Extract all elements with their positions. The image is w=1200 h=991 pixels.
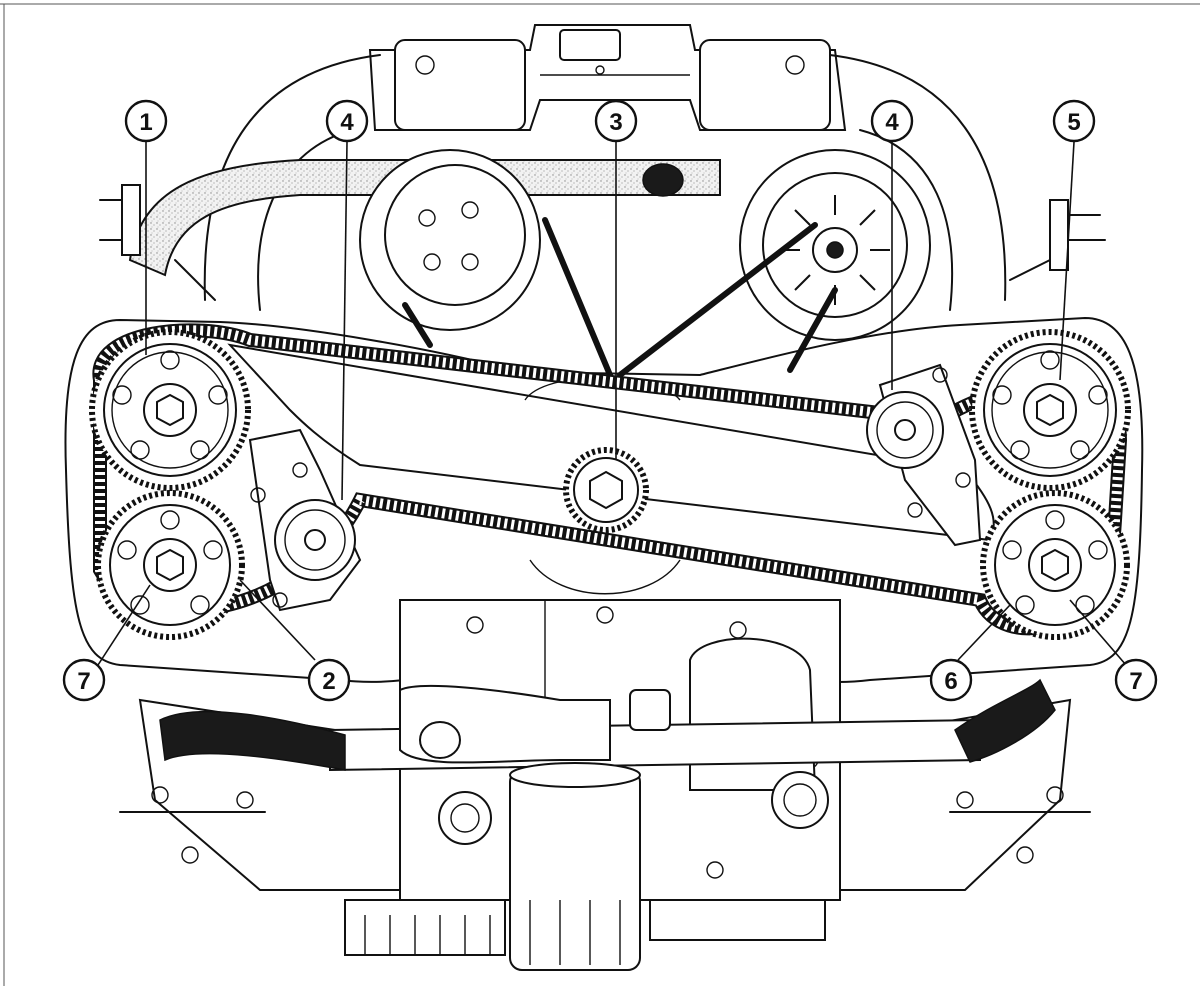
callout-6: 6 bbox=[929, 658, 973, 702]
coolant-pipe bbox=[159, 678, 1056, 772]
frame-border bbox=[0, 3, 1200, 986]
callout-1-label: 1 bbox=[139, 109, 152, 136]
alternator bbox=[739, 149, 931, 341]
callout-1: 1 bbox=[124, 99, 168, 143]
callout-5: 5 bbox=[1052, 99, 1096, 143]
crossover-pipe bbox=[128, 159, 721, 277]
water-pump-pulley bbox=[359, 149, 541, 331]
callout-5-label: 5 bbox=[1067, 109, 1080, 136]
accessory-v-belts bbox=[402, 217, 838, 378]
oil-pan-fins bbox=[344, 899, 826, 956]
callout-3-label: 3 bbox=[609, 109, 622, 136]
callout-7-right-label: 7 bbox=[1129, 668, 1142, 695]
left-side-fittings bbox=[99, 184, 216, 301]
right-lower-sprocket bbox=[980, 490, 1130, 640]
left-camshaft-sprocket bbox=[89, 329, 251, 491]
callout-6-label: 6 bbox=[944, 668, 957, 695]
callout-4-left-label: 4 bbox=[340, 109, 354, 136]
callout-7-left-label: 7 bbox=[77, 668, 90, 695]
callout-4-left: 4 bbox=[325, 99, 369, 143]
callout-4-right: 4 bbox=[870, 99, 914, 143]
crankshaft-sprocket bbox=[563, 447, 649, 533]
leader-lines bbox=[97, 141, 1127, 666]
callout-3: 3 bbox=[594, 99, 638, 143]
callout-7-right: 7 bbox=[1114, 658, 1158, 702]
right-side-fittings bbox=[1009, 199, 1106, 281]
oil-filter bbox=[509, 762, 641, 971]
intake-assembly bbox=[203, 24, 1007, 311]
left-idler-pulley bbox=[274, 499, 356, 581]
right-idler-pulley bbox=[866, 391, 944, 469]
callout-2-label: 2 bbox=[322, 668, 335, 695]
callout-4-right-label: 4 bbox=[885, 109, 899, 136]
callout-2: 2 bbox=[307, 658, 351, 702]
callout-7-left: 7 bbox=[62, 658, 106, 702]
left-lower-sprocket bbox=[95, 490, 245, 640]
right-camshaft-sprocket bbox=[969, 329, 1131, 491]
